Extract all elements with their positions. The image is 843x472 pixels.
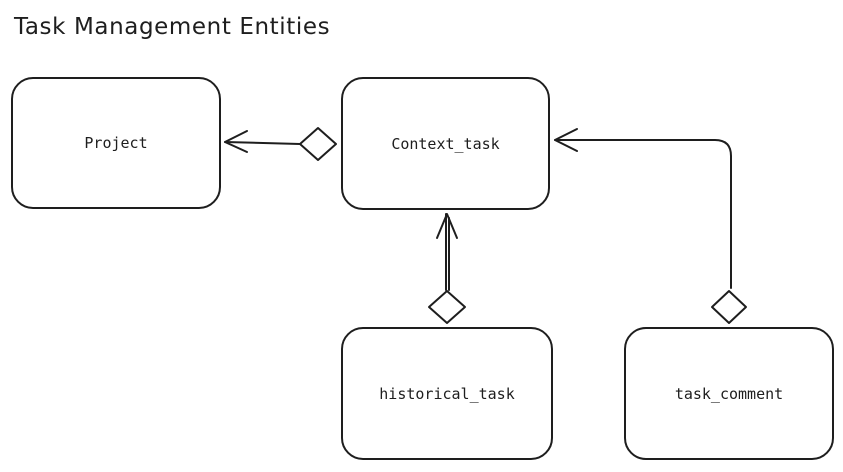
aggregation-diamond-icon <box>428 290 466 324</box>
arrow-head-icon <box>554 128 578 152</box>
connector-comment-to-context <box>554 128 747 324</box>
entity-task-comment: task_comment <box>624 327 834 460</box>
entity-project-label: Project <box>84 134 148 152</box>
entity-context-task-label: Context_task <box>391 134 500 153</box>
arrow-head-icon <box>436 213 458 239</box>
connector-historical-to-context <box>428 213 466 324</box>
aggregation-diamond-icon <box>299 127 337 161</box>
entity-historical-task: historical_task <box>341 327 553 460</box>
aggregation-diamond-icon <box>711 290 747 324</box>
diagram-title: Task Management Entities <box>14 14 331 40</box>
entity-task-comment-label: task_comment <box>674 384 784 403</box>
connector-line <box>554 139 732 289</box>
arrow-head-icon <box>224 130 248 153</box>
entity-context-task: Context_task <box>341 77 550 210</box>
connector-line <box>224 141 301 145</box>
entity-historical-task-label: historical_task <box>379 384 515 403</box>
entity-project: Project <box>11 77 221 209</box>
connector-context-to-project <box>224 127 337 161</box>
